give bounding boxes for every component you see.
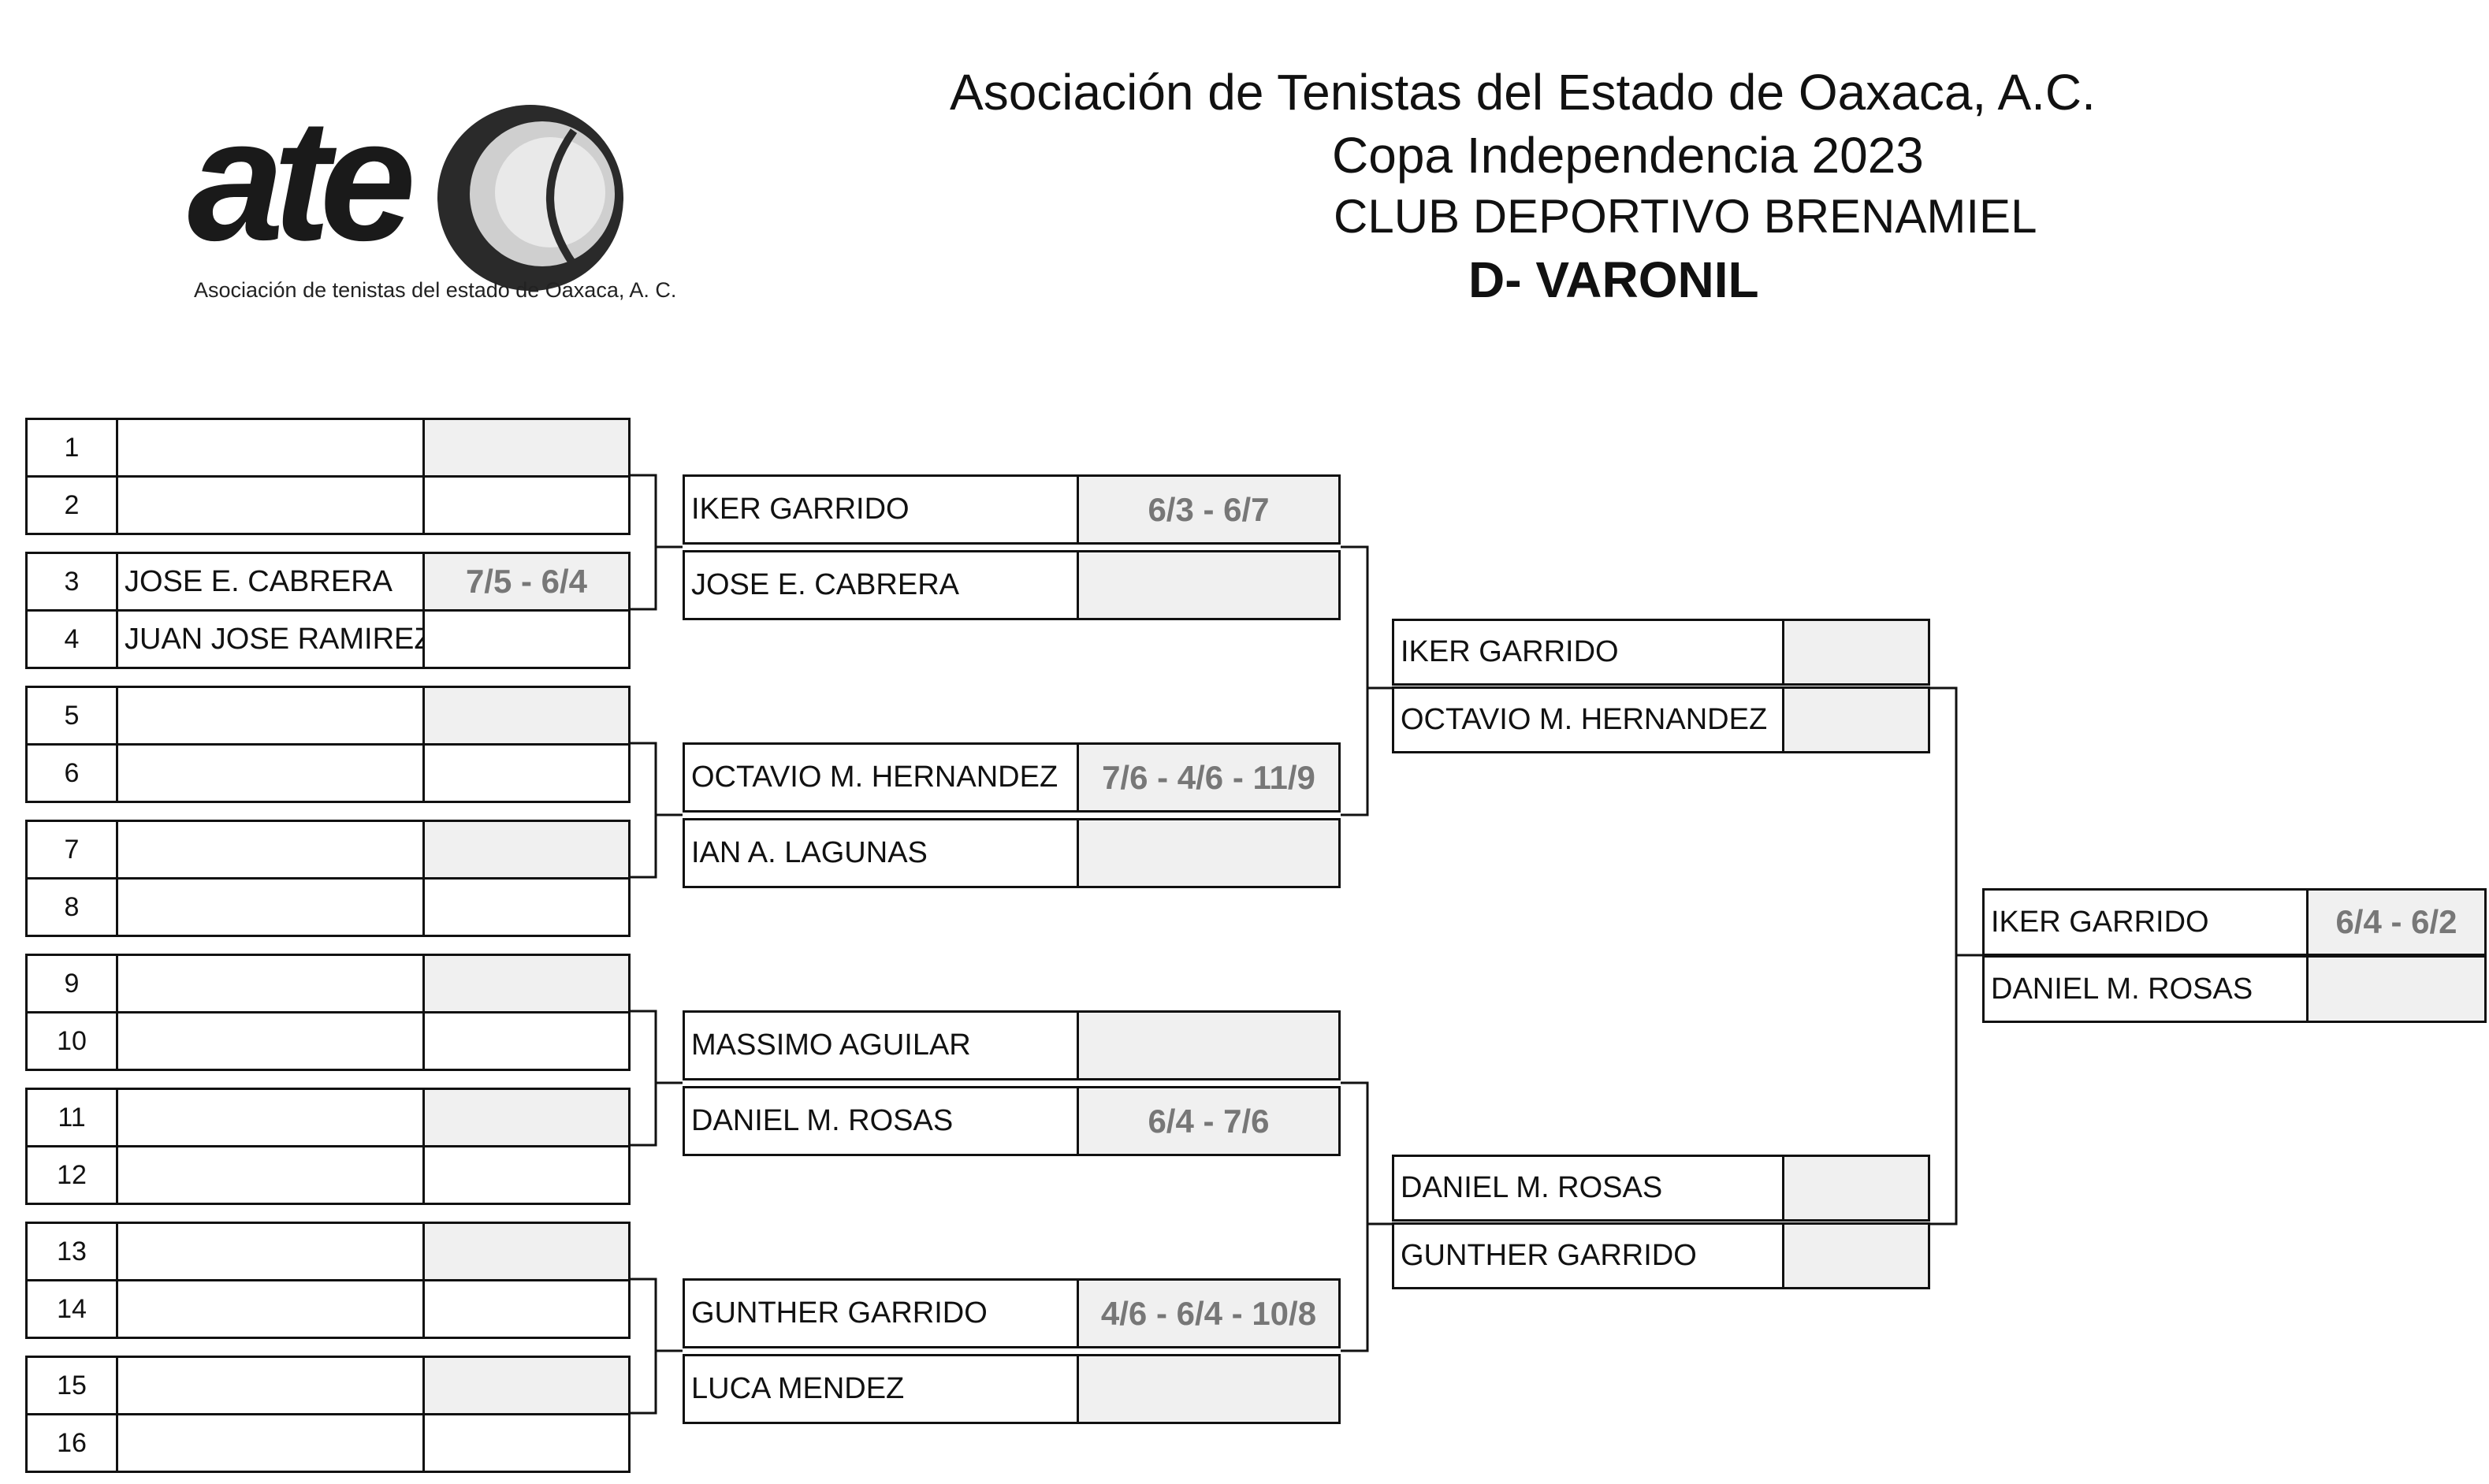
category-title: D- VARONIL [1468,251,1759,308]
match-score [422,609,631,669]
player-name: IKER GARRIDO [1392,619,1784,686]
connector-line [1341,545,1369,816]
match-score [422,954,631,1014]
match-score: 6/4 - 7/6 [1077,1086,1341,1156]
player-name: GUNTHER GARRIDO [683,1278,1079,1348]
match-score [422,475,631,535]
connector-line [1341,1081,1369,1352]
match-score [1782,619,1930,686]
match-score [422,1279,631,1339]
match-score [1077,550,1341,620]
player-name: JUAN JOSE RAMIREZ [116,609,425,669]
connector-line [631,1010,657,1147]
draw-number: 10 [25,1011,118,1071]
player-name: OCTAVIO M. HERNANDEZ [1392,686,1784,753]
player-name: DANIEL M. ROSAS [1982,955,2309,1023]
match-score [422,743,631,803]
tournament-title: Copa Independencia 2023 [1332,127,1924,184]
connector-line [631,474,657,611]
connector-line [1930,686,1958,1226]
match-score [422,1413,631,1473]
match-score [422,1088,631,1147]
match-score [1077,1354,1341,1424]
association-title: Asociación de Tenistas del Estado de Oax… [950,64,2096,121]
player-name: IAN A. LAGUNAS [683,818,1079,888]
logo-wordmark: ate [188,83,416,277]
player-name: IKER GARRIDO [683,474,1079,545]
match-score [422,877,631,937]
logo: ate Asociación de tenistas del estado de… [188,83,676,314]
match-score [1077,1010,1341,1080]
match-score: 7/6 - 4/6 - 11/9 [1077,742,1341,813]
connector-line [631,742,657,879]
match-score [422,1145,631,1205]
match-score [1782,1155,1930,1222]
match-score: 6/4 - 6/2 [2306,888,2487,956]
match-score [1782,686,1930,753]
draw-number: 12 [25,1145,118,1205]
match-score [1782,1222,1930,1289]
draw-number: 14 [25,1279,118,1339]
match-score [422,1011,631,1071]
logo-subtitle: Asociación de tenistas del estado de Oax… [194,278,677,302]
player-name: GUNTHER GARRIDO [1392,1222,1784,1289]
tennis-ball-icon [437,105,623,291]
venue-title: CLUB DEPORTIVO BRENAMIEL [1334,190,2037,243]
player-name: LUCA MENDEZ [683,1354,1079,1424]
match-score [1077,818,1341,888]
player-name: DANIEL M. ROSAS [683,1086,1079,1156]
connector-line [631,1278,657,1415]
match-score: 4/6 - 6/4 - 10/8 [1077,1278,1341,1348]
match-score: 6/3 - 6/7 [1077,474,1341,545]
player-name: MASSIMO AGUILAR [683,1010,1079,1080]
match-score [2306,955,2487,1023]
